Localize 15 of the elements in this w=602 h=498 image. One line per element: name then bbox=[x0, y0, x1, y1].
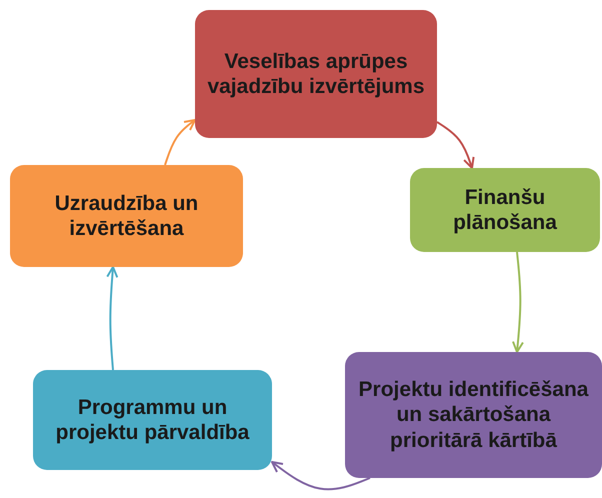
arrow bbox=[164, 119, 196, 166]
box-label: Programmu un projektu pārvaldība bbox=[54, 394, 250, 446]
box-label: Veselības aprūpes vajadzību izvērtējums bbox=[206, 48, 426, 100]
process-box bbox=[195, 10, 437, 138]
process-box bbox=[10, 165, 243, 267]
arrow bbox=[271, 461, 370, 490]
box-label: Finanšu plānošana bbox=[452, 184, 558, 236]
arrow bbox=[512, 252, 524, 353]
arrow bbox=[106, 266, 118, 370]
process-box bbox=[345, 352, 602, 478]
process-box bbox=[410, 168, 600, 252]
box-label: Projektu identificēšana un sakārtošana prioritārā kārtībā bbox=[358, 377, 590, 453]
arrow bbox=[436, 121, 475, 169]
box-label: Uzraudzība un izvērtēšana bbox=[54, 190, 200, 242]
process-box bbox=[33, 370, 272, 470]
